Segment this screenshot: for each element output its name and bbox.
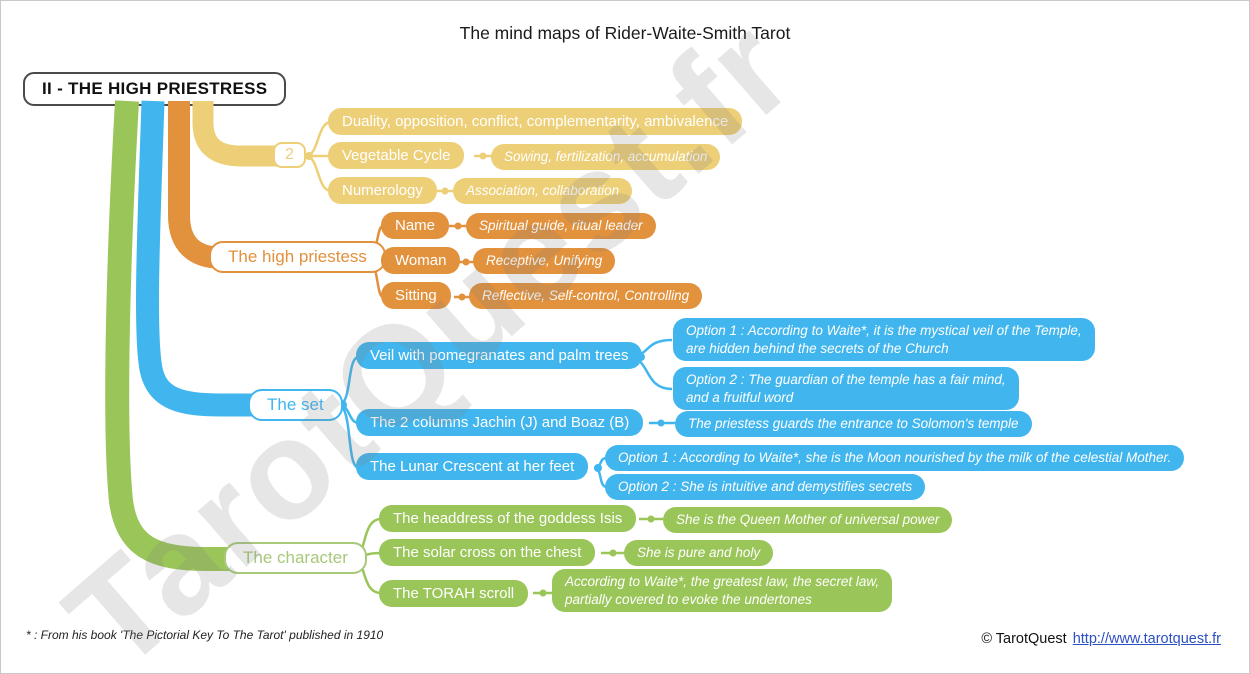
- note-lunar-option-1: Option 1 : According to Waite*, she is t…: [605, 445, 1185, 471]
- copyright-text: © TarotQuest: [981, 631, 1067, 647]
- tarotquest-link[interactable]: http://www.tarotquest.fr: [1072, 631, 1221, 647]
- topic-solar-cross: The solar cross on the chest: [379, 539, 596, 566]
- footnote: * : From his book 'The Pictorial Key To …: [26, 628, 384, 642]
- note-veil-option-1: Option 1 : According to Waite*, it is th…: [673, 318, 1095, 361]
- topic-name: Name: [381, 212, 450, 239]
- note-solar-cross: She is pure and holy: [624, 540, 774, 566]
- note-two-columns: The priestess guards the entrance to Sol…: [675, 411, 1032, 437]
- note-headdress-isis: She is the Queen Mother of universal pow…: [663, 507, 953, 533]
- note-numerology: Association, collaboration: [453, 178, 633, 204]
- topic-torah-scroll: The TORAH scroll: [379, 580, 529, 607]
- note-lunar-option-2: Option 2 : She is intuitive and demystif…: [605, 474, 926, 500]
- note-woman: Receptive, Unifying: [473, 248, 616, 274]
- branch-node-two: 2: [273, 142, 306, 168]
- topic-duality: Duality, opposition, conflict, complemen…: [328, 108, 743, 135]
- note-sitting: Reflective, Self-control, Controlling: [469, 283, 703, 309]
- topic-two-columns: The 2 columns Jachin (J) and Boaz (B): [356, 409, 644, 436]
- note-torah-scroll: According to Waite*, the greatest law, t…: [552, 569, 893, 612]
- topic-veil: Veil with pomegranates and palm trees: [356, 342, 643, 369]
- branch-node-high-priestess: The high priestess: [209, 241, 386, 273]
- branch-node-the-set: The set: [248, 389, 343, 421]
- note-vegetable-cycle: Sowing, fertilization, accumulation: [491, 144, 721, 170]
- note-name: Spiritual guide, ritual leader: [466, 213, 656, 239]
- branch-node-the-character: The character: [224, 542, 367, 574]
- topic-sitting: Sitting: [381, 282, 451, 309]
- topic-headdress-isis: The headdress of the goddess Isis: [379, 505, 637, 532]
- topic-vegetable-cycle: Vegetable Cycle: [328, 142, 465, 169]
- topic-lunar-crescent: The Lunar Crescent at her feet: [356, 453, 589, 480]
- page-title: The mind maps of Rider-Waite-Smith Tarot: [459, 23, 791, 43]
- note-veil-option-2: Option 2 : The guardian of the temple ha…: [673, 367, 1019, 410]
- topic-woman: Woman: [381, 247, 461, 274]
- credit-line: © TarotQuest http://www.tarotquest.fr: [981, 631, 1221, 647]
- topic-numerology: Numerology: [328, 177, 437, 204]
